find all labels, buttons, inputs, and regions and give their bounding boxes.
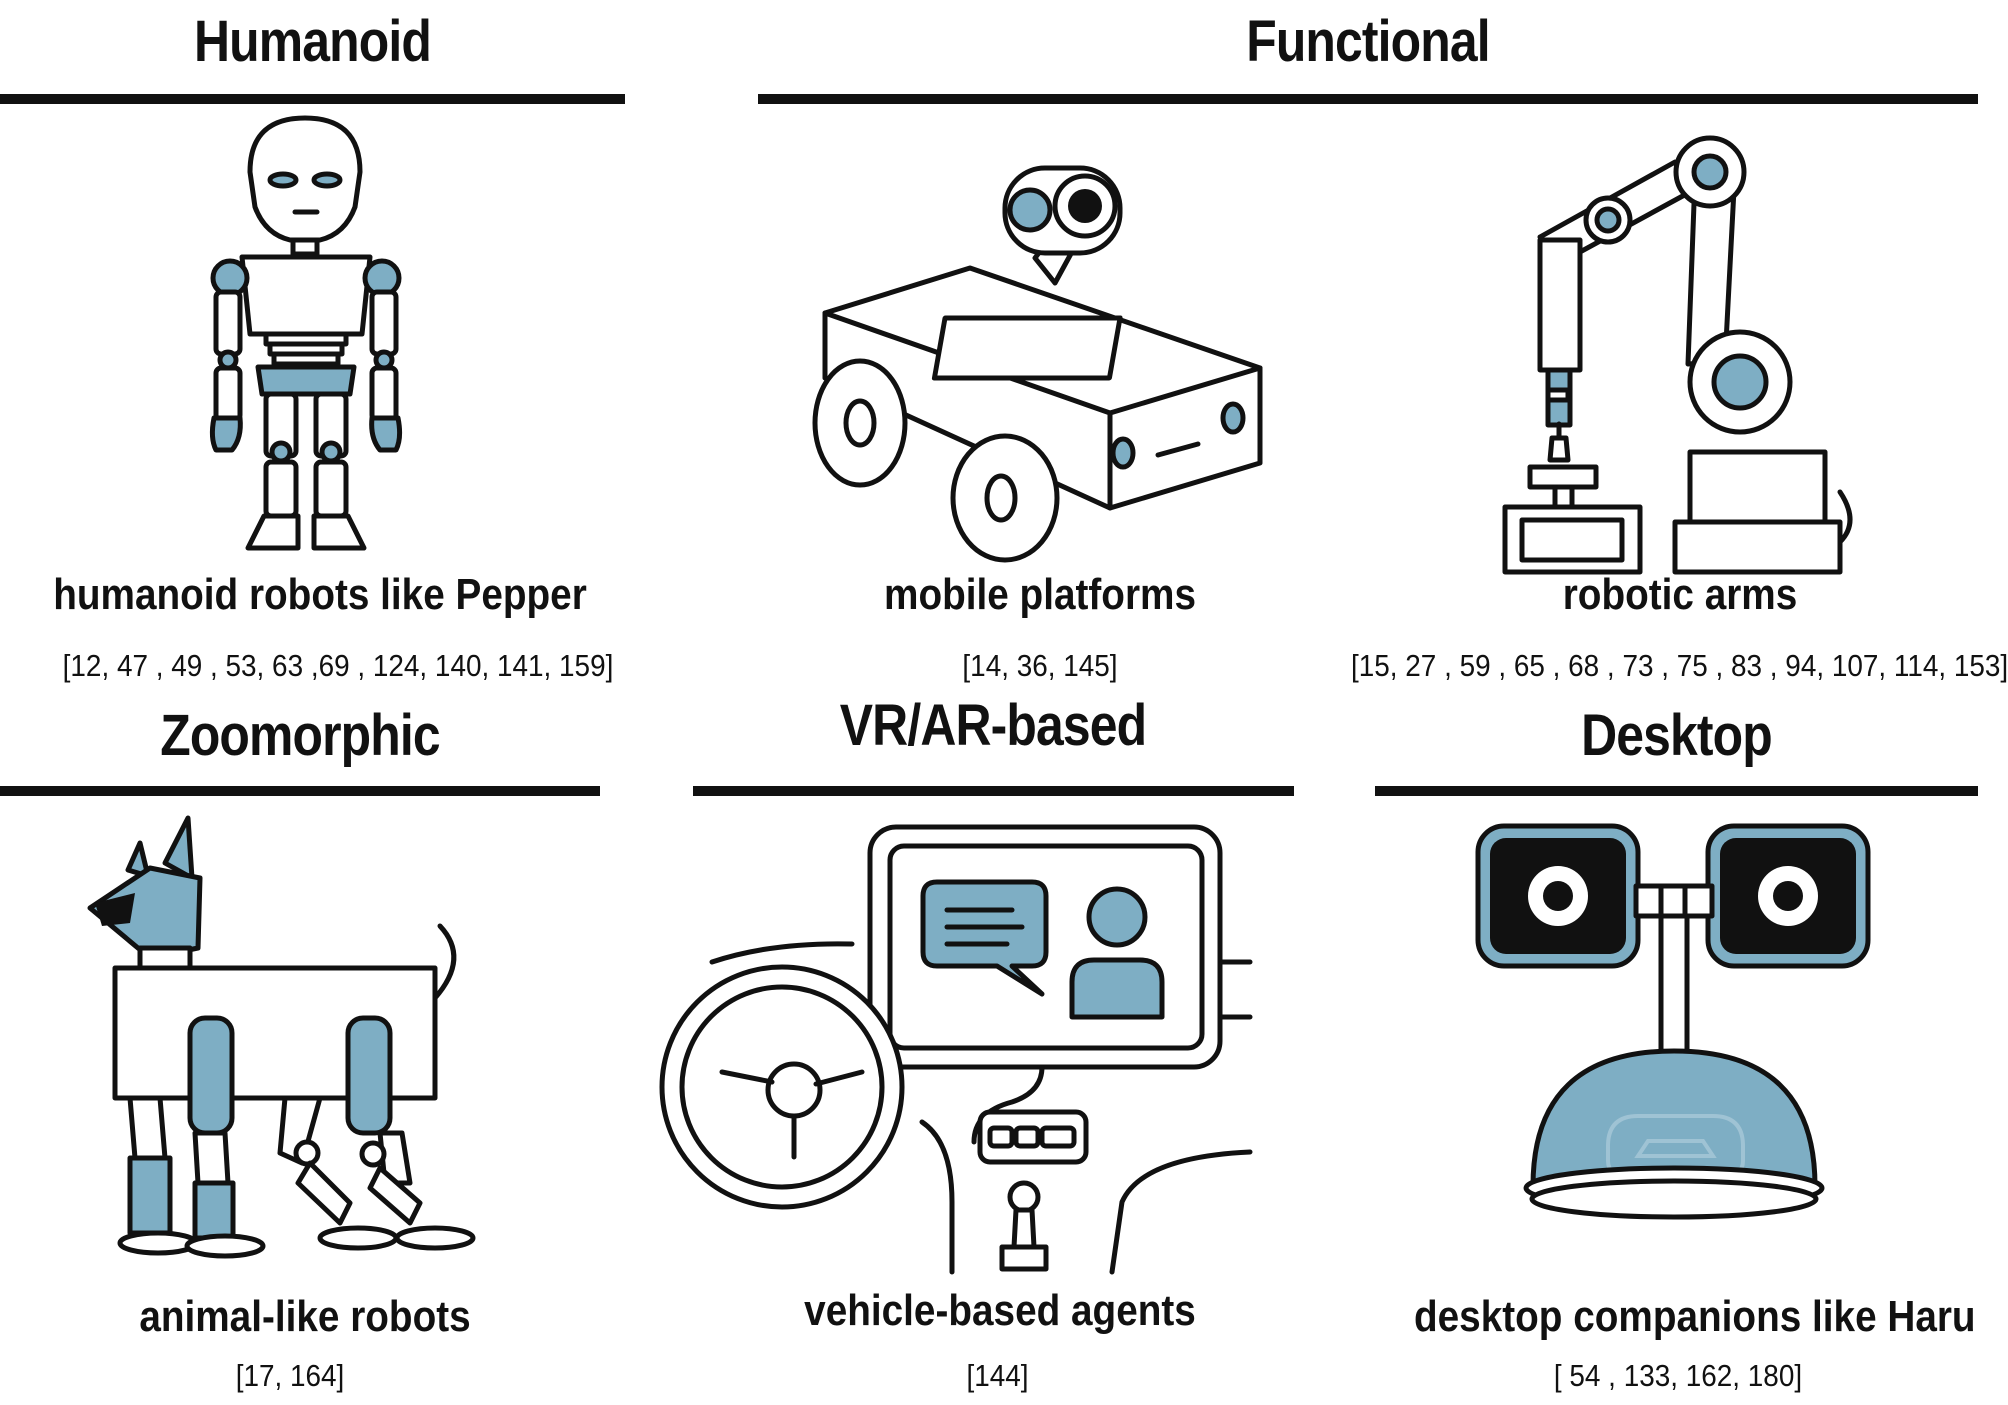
caption-humanoid: humanoid robots like Pepper (53, 570, 587, 619)
refs-desktop: [ 54 , 133, 162, 180] (1553, 1358, 1803, 1393)
header-functional: Functional (1246, 9, 1490, 74)
rule-desktop (1375, 786, 1978, 796)
header-desktop: Desktop (1581, 703, 1773, 768)
refs-animal: [17, 164] (235, 1358, 345, 1393)
refs-humanoid: [12, 47 , 49 , 53, 63 ,69 , 124, 140, 14… (62, 648, 614, 683)
header-vrar: VR/AR-based (839, 693, 1147, 758)
rule-zoomorphic (0, 786, 600, 796)
rule-vrar (693, 786, 1294, 796)
desktop-companion-icon (1475, 823, 1871, 1220)
caption-arms: robotic arms (1562, 570, 1798, 619)
caption-desktop: desktop companions like Haru (1414, 1292, 1976, 1341)
rule-humanoid (0, 94, 625, 104)
humanoid-robot-icon (209, 115, 403, 551)
refs-arms: [15, 27 , 59 , 65 , 68 , 73 , 75 , 83 , … (1351, 648, 2008, 683)
vehicle-dashboard-icon (659, 824, 1253, 1275)
header-zoomorphic: Zoomorphic (160, 703, 440, 768)
header-humanoid: Humanoid (194, 9, 432, 74)
rule-functional (758, 94, 1978, 104)
refs-mobile: [14, 36, 145] (962, 648, 1118, 683)
mobile-platform-icon (812, 165, 1263, 563)
caption-animal: animal-like robots (139, 1292, 471, 1341)
caption-mobile: mobile platforms (884, 570, 1196, 619)
refs-vehicle: [144] (966, 1358, 1029, 1393)
robot-dog-icon (87, 815, 476, 1259)
caption-vehicle: vehicle-based agents (804, 1286, 1196, 1335)
robotic-arm-icon (1502, 135, 1853, 575)
